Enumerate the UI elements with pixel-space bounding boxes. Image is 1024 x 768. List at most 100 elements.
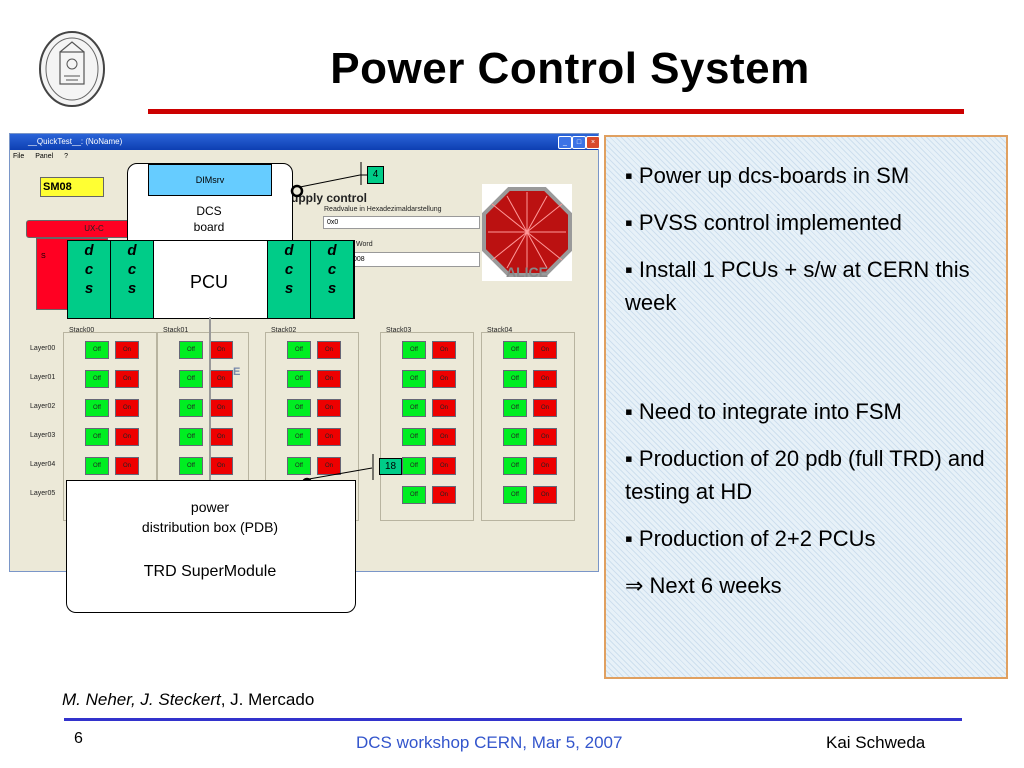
- off-button[interactable]: Off: [85, 370, 109, 388]
- off-button[interactable]: Off: [402, 399, 426, 417]
- dcs-board-line2: board: [193, 220, 225, 234]
- on-button[interactable]: On: [533, 341, 557, 359]
- on-button[interactable]: On: [115, 341, 139, 359]
- alice-logo: ALICE: [482, 184, 572, 281]
- on-button[interactable]: On: [317, 399, 341, 417]
- off-button[interactable]: Off: [179, 457, 203, 475]
- connector-icon: [290, 184, 304, 198]
- on-button[interactable]: On: [432, 486, 456, 504]
- off-button[interactable]: Off: [503, 428, 527, 446]
- connection-line: [209, 317, 211, 481]
- on-button[interactable]: On: [115, 457, 139, 475]
- bullet-gap: [625, 333, 995, 395]
- close-icon[interactable]: ×: [586, 136, 600, 149]
- menu-panel[interactable]: Panel: [35, 153, 54, 160]
- on-button[interactable]: On: [432, 457, 456, 475]
- stack-group: [481, 332, 575, 521]
- off-button[interactable]: Off: [503, 457, 527, 475]
- connector-line-bottom: [308, 467, 373, 480]
- off-button[interactable]: Off: [402, 428, 426, 446]
- on-button[interactable]: On: [432, 428, 456, 446]
- bullet-item: ▪ Production of 2+2 PCUs: [625, 526, 876, 551]
- off-button[interactable]: Off: [179, 428, 203, 446]
- off-button[interactable]: Off: [503, 399, 527, 417]
- on-button[interactable]: On: [533, 370, 557, 388]
- on-button[interactable]: On: [209, 341, 233, 359]
- minimize-icon[interactable]: _: [558, 136, 572, 149]
- off-button[interactable]: Off: [503, 370, 527, 388]
- on-button[interactable]: On: [209, 399, 233, 417]
- dcs-letter: c: [327, 261, 337, 278]
- on-button[interactable]: On: [115, 399, 139, 417]
- layer-label: Layer05: [30, 490, 56, 497]
- menu-help[interactable]: ?: [64, 153, 68, 160]
- dcs-letter: s: [127, 280, 137, 297]
- dcs-letter: c: [127, 261, 137, 278]
- dcs-cell: d c s: [267, 240, 311, 319]
- off-button[interactable]: Off: [287, 428, 311, 446]
- off-button[interactable]: Off: [179, 370, 203, 388]
- on-button[interactable]: On: [432, 341, 456, 359]
- on-button[interactable]: On: [317, 428, 341, 446]
- off-button[interactable]: Off: [179, 341, 203, 359]
- dcs-board-label: DCS board: [128, 203, 290, 235]
- dcs-letter: c: [84, 261, 94, 278]
- on-button[interactable]: On: [209, 428, 233, 446]
- stack-label: Stack00: [69, 327, 95, 334]
- off-button[interactable]: Off: [287, 370, 311, 388]
- on-button[interactable]: On: [209, 370, 233, 388]
- on-button[interactable]: On: [533, 486, 557, 504]
- dcs-cell: d c s: [67, 240, 111, 319]
- stack-label: Stack04: [487, 327, 513, 334]
- on-button[interactable]: On: [317, 457, 341, 475]
- menu-file[interactable]: File: [13, 153, 25, 160]
- on-button[interactable]: On: [432, 370, 456, 388]
- off-button[interactable]: Off: [287, 399, 311, 417]
- on-button[interactable]: On: [533, 428, 557, 446]
- off-button[interactable]: Off: [503, 341, 527, 359]
- off-button[interactable]: Off: [287, 457, 311, 475]
- layer-label: Layer04: [30, 461, 56, 468]
- page-number: 6: [74, 730, 83, 747]
- connector-lines: [290, 162, 374, 489]
- trd-supermodule-box: [66, 554, 356, 613]
- on-button[interactable]: On: [317, 370, 341, 388]
- on-button[interactable]: On: [533, 399, 557, 417]
- pcu-label: PCU: [189, 272, 228, 292]
- off-button[interactable]: Off: [85, 341, 109, 359]
- off-button[interactable]: Off: [402, 457, 426, 475]
- on-button[interactable]: On: [432, 399, 456, 417]
- window-titlebar[interactable]: __QuickTest__: (NoName): [10, 134, 598, 150]
- bullet-item: ▪ Production of 20 pdb (full TRD) and te…: [625, 446, 985, 504]
- slide-title: Power Control System: [330, 44, 810, 93]
- off-button[interactable]: Off: [402, 370, 426, 388]
- off-button[interactable]: Off: [402, 341, 426, 359]
- dimsrv-box: DIMsrv: [148, 164, 272, 196]
- on-button[interactable]: On: [115, 428, 139, 446]
- word-field[interactable]: 008: [349, 252, 480, 267]
- on-button[interactable]: On: [115, 370, 139, 388]
- stack-label: Stack02: [271, 327, 297, 334]
- off-button[interactable]: Off: [402, 486, 426, 504]
- on-button[interactable]: On: [317, 341, 341, 359]
- bullet-item: ▪ Need to integrate into FSM: [625, 399, 902, 424]
- count-tag-top: 4: [367, 166, 384, 184]
- off-button[interactable]: Off: [85, 457, 109, 475]
- off-button[interactable]: Off: [287, 341, 311, 359]
- pdb-line1: power: [190, 499, 230, 515]
- on-button[interactable]: On: [533, 457, 557, 475]
- dcs-cell: d c s: [310, 240, 354, 319]
- on-button[interactable]: On: [209, 457, 233, 475]
- off-button[interactable]: Off: [179, 399, 203, 417]
- dcs-letter: d: [327, 242, 337, 259]
- dcs-letter: s: [84, 280, 94, 297]
- off-button[interactable]: Off: [503, 486, 527, 504]
- maximize-icon[interactable]: □: [572, 136, 586, 149]
- off-button[interactable]: Off: [85, 399, 109, 417]
- off-button[interactable]: Off: [85, 428, 109, 446]
- authors-italic: M. Neher, J. Steckert: [62, 690, 221, 709]
- readvalue-field[interactable]: 0x0: [323, 216, 480, 229]
- supply-control-heading: upply control: [291, 191, 367, 205]
- title-underline: [148, 109, 964, 114]
- dcs-letter: d: [84, 242, 94, 259]
